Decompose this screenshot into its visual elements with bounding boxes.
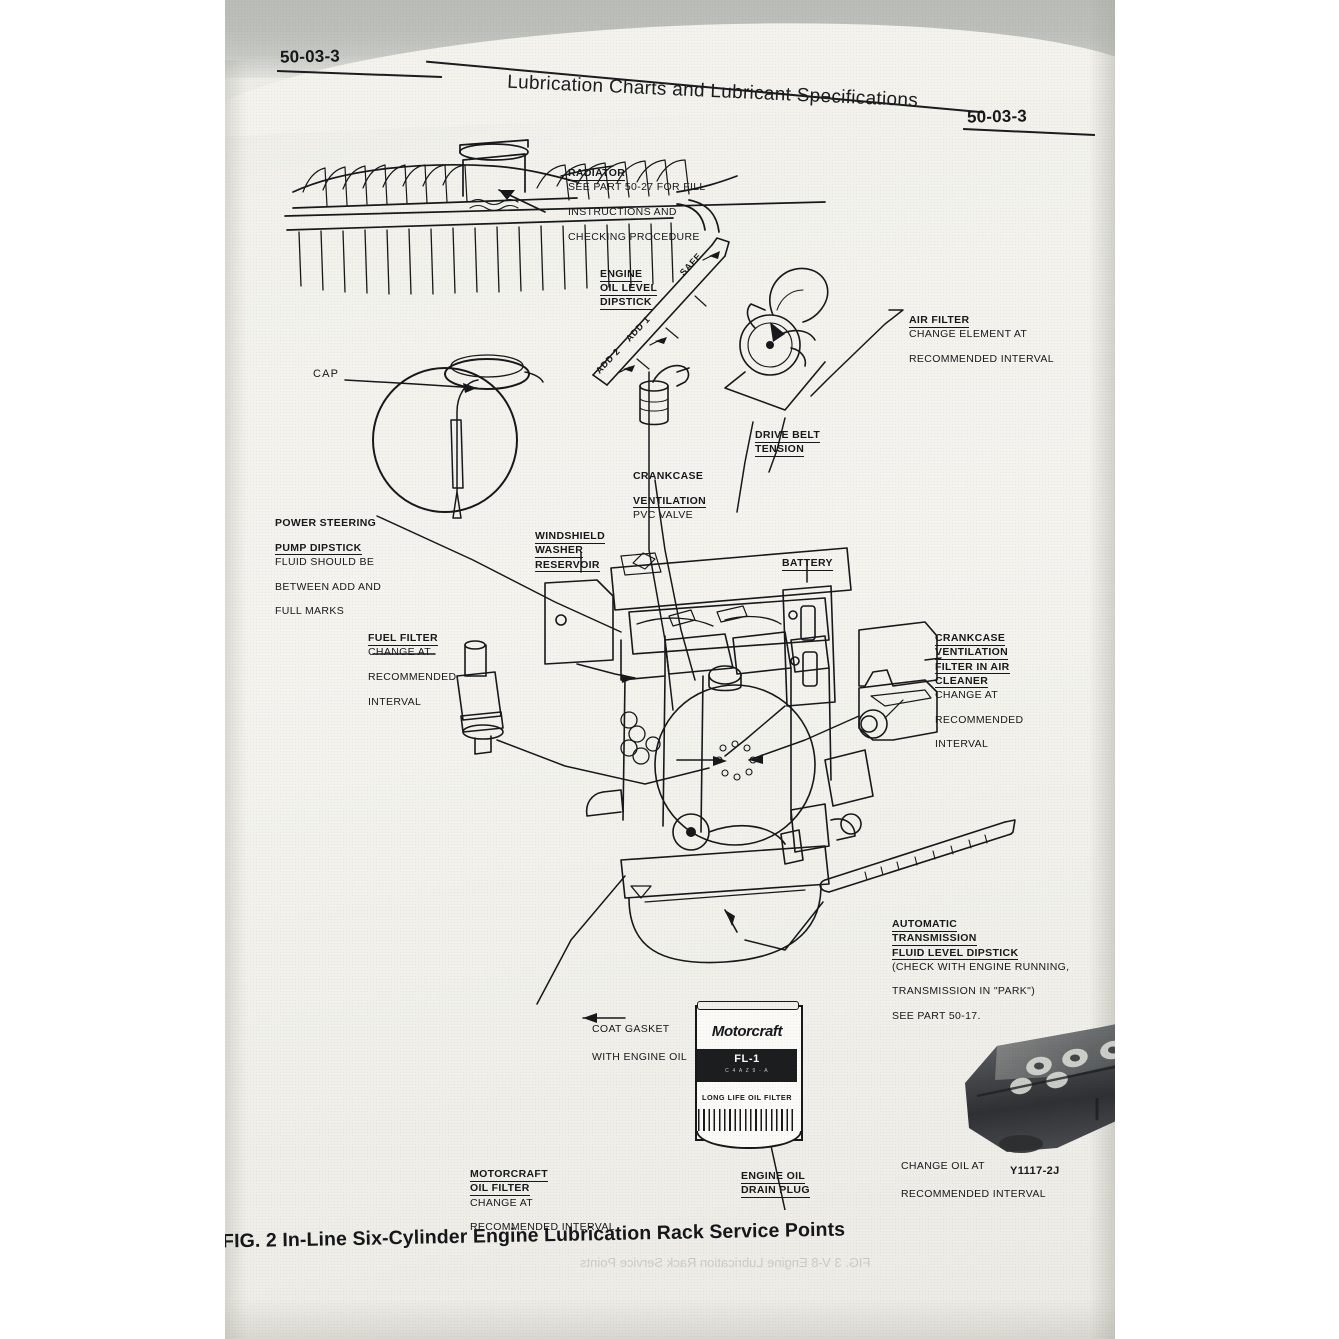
callout-drive-belt-tension: DRIVE BELT TENSION bbox=[755, 429, 821, 458]
callout-air-filter: AIR FILTER CHANGE ELEMENT AT RECOMMENDED… bbox=[909, 314, 1054, 366]
callout-power-steering-pump-dipstick: POWER STEERING PUMP DIPSTICK FLUID SHOUL… bbox=[275, 517, 382, 618]
page-bottom-shading bbox=[225, 1299, 1115, 1339]
callout-crankcase-ventilation: CRANKCASE VENTILATION PVC VALVE bbox=[633, 470, 707, 522]
can-bottom bbox=[696, 1131, 802, 1149]
figure-caption: FIG. 2 In-Line Six-Cylinder Engine Lubri… bbox=[225, 1218, 846, 1253]
figure-part-number: Y1117-2J bbox=[1010, 1165, 1060, 1177]
can-top-seam bbox=[697, 1001, 799, 1010]
manual-page: 50-03-3 Lubrication Charts and Lubricant… bbox=[225, 0, 1115, 1339]
callout-motorcraft-oil-filter: MOTORCRAFT OIL FILTER CHANGE AT RECOMMEN… bbox=[470, 1168, 615, 1234]
can-subcode-text: C 4 A Z 9 - A bbox=[725, 1068, 769, 1074]
callout-radiator: RADIATOR SEE PART 50-27 FOR FILL INSTRUC… bbox=[568, 167, 706, 243]
show-through-caption: FIG. 3 V-8 Engine Lubrication Rack Servi… bbox=[580, 1255, 871, 1270]
figure-linework bbox=[284, 139, 1016, 1210]
can-ribbing bbox=[698, 1109, 796, 1131]
callout-battery: BATTERY bbox=[782, 557, 833, 571]
figure-2-lubrication-rack: RADIATOR SEE PART 50-27 FOR FILL INSTRUC… bbox=[225, 120, 1115, 1233]
can-code-text: FL-1 bbox=[734, 1053, 760, 1065]
callout-coat-gasket: COAT GASKET WITH ENGINE OIL bbox=[592, 1023, 688, 1063]
page-left-shading bbox=[225, 60, 247, 1339]
callout-engine-oil-dipstick: ENGINE OIL LEVEL DIPSTICK bbox=[600, 268, 658, 310]
callout-engine-oil-drain-plug: ENGINE OIL DRAIN PLUG bbox=[741, 1170, 810, 1199]
engine-oil-pan-photo bbox=[947, 988, 1115, 1160]
callout-fuel-filter: FUEL FILTER CHANGE AT RECOMMENDED INTERV… bbox=[368, 632, 457, 708]
folio-left: 50-03-3 bbox=[279, 46, 341, 67]
callout-automatic-transmission-dipstick: AUTOMATIC TRANSMISSION FLUID LEVEL DIPST… bbox=[892, 918, 1070, 1023]
callout-change-oil: CHANGE OIL AT RECOMMENDED INTERVAL bbox=[901, 1160, 1046, 1200]
motorcraft-oil-filter-can: Motorcraft FL-1 C 4 A Z 9 - A LONG LIFE … bbox=[695, 1001, 803, 1153]
can-brand-text: Motorcraft bbox=[711, 1023, 783, 1040]
callout-crankcase-ventilation-filter-air-cleaner: CRANKCASE VENTILATION FILTER IN AIR CLEA… bbox=[935, 632, 1024, 751]
can-black-band bbox=[697, 1049, 797, 1082]
can-description-text: LONG LIFE OIL FILTER bbox=[702, 1093, 792, 1102]
callout-cap: CAP bbox=[313, 368, 340, 380]
callout-windshield-washer-reservoir: WINDSHIELD WASHER RESERVOIR bbox=[535, 530, 605, 573]
